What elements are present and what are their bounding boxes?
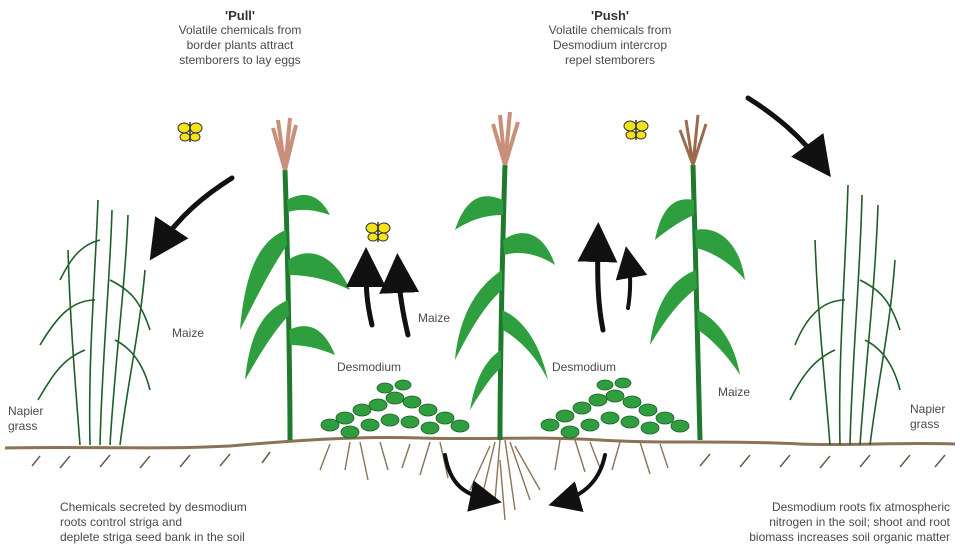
napier-grass-left — [38, 200, 150, 445]
napier-right-line-1: Napier — [910, 402, 945, 417]
pull-line-2: border plants attract — [160, 38, 320, 53]
pull-title: 'Pull' — [160, 8, 320, 23]
roots — [320, 440, 668, 520]
push-caption: 'Push' Volatile chemicals from Desmodium… — [520, 8, 700, 68]
arrow-up-right-1 — [598, 237, 603, 330]
bottom-left-caption: Chemicals secreted by desmodium roots co… — [60, 500, 247, 545]
desmodium-cluster-left — [321, 380, 469, 438]
bottom-left-line-3: deplete striga seed bank in the soil — [60, 530, 247, 545]
arrow-up-right-2 — [628, 258, 630, 308]
bottom-left-line-1: Chemicals secreted by desmodium — [60, 500, 247, 515]
pull-line-3: stemborers to lay eggs — [160, 53, 320, 68]
desmodium-cluster-right — [541, 378, 689, 438]
maize-plant-center — [455, 112, 555, 440]
bottom-right-line-2: nitrogen in the soil; shoot and root — [680, 515, 950, 530]
arrow-up-left-2 — [398, 268, 408, 335]
pull-line-1: Volatile chemicals from — [160, 23, 320, 38]
push-line-1: Volatile chemicals from — [520, 23, 700, 38]
moth-center — [366, 222, 390, 242]
label-napier-right: Napier grass — [910, 402, 945, 432]
moth-right — [624, 120, 648, 140]
napier-right-line-2: grass — [910, 417, 945, 432]
label-maize-right: Maize — [718, 385, 750, 400]
arrow-up-left-1 — [366, 262, 372, 325]
label-desmodium-right: Desmodium — [552, 360, 616, 375]
napier-left-line-2: grass — [8, 419, 43, 434]
napier-grass-right — [790, 185, 900, 445]
push-line-2: Desmodium intercrop — [520, 38, 700, 53]
pull-caption: 'Pull' Volatile chemicals from border pl… — [160, 8, 320, 68]
arrow-pull-to-napier — [158, 178, 232, 248]
label-maize-center: Maize — [418, 311, 450, 326]
push-title: 'Push' — [520, 8, 700, 23]
label-maize-left: Maize — [172, 326, 204, 341]
moth-left — [178, 122, 202, 142]
bottom-right-caption: Desmodium roots fix atmospheric nitrogen… — [680, 500, 950, 545]
arrow-push-away — [748, 98, 822, 165]
label-desmodium-left: Desmodium — [337, 360, 401, 375]
ground-line — [5, 437, 955, 448]
bottom-left-line-2: roots control striga and — [60, 515, 247, 530]
napier-left-line-1: Napier — [8, 404, 43, 419]
soil-hatching — [32, 452, 945, 468]
bottom-right-line-1: Desmodium roots fix atmospheric — [680, 500, 950, 515]
maize-plant-left — [240, 118, 350, 440]
label-napier-left: Napier grass — [8, 404, 43, 434]
bottom-right-line-3: biomass increases soil organic matter — [680, 530, 950, 545]
push-line-3: repel stemborers — [520, 53, 700, 68]
